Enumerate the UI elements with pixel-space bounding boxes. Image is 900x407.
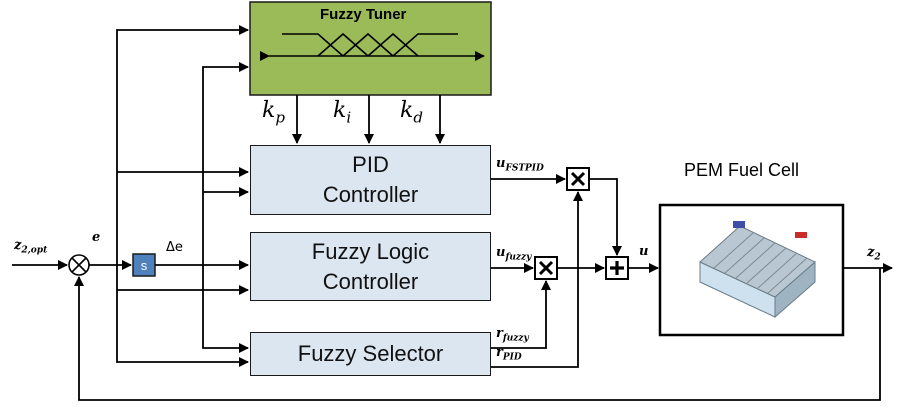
membership-functions-icon [260,32,485,61]
fuzzy-tuner-block [249,1,492,96]
fuel-cell-stack-image [699,221,816,319]
gain-ki-label: ki [333,98,352,127]
fuzzy-tuner-title: Fuzzy Tuner [320,6,407,23]
pid-controller-block: PID Controller [250,145,491,215]
r-fuzzy-label: rfuzzy [496,326,529,344]
r-pid-label: rPID [496,345,522,363]
gain-kd-label: kd [400,98,423,127]
pid-line2: Controller [322,182,419,207]
derivative-label: s [140,258,148,273]
summing-junction [68,254,90,276]
error-label: e [92,230,101,245]
pid-line1: PID [352,152,389,177]
fuel-cell-title: PEM Fuel Cell [684,160,800,180]
flc-line1: Fuzzy Logic [311,238,430,264]
gain-kp-label: kp [262,98,285,127]
setpoint-label: z2,opt [14,238,48,256]
sum-block [605,256,629,280]
multiplier-fuzzy [534,256,558,280]
flc-line2: Controller [322,268,419,294]
delta-error-label: Δe [166,240,183,255]
z2-label: z2 [867,245,881,263]
fuzzy-selector-block: Fuzzy Selector [250,332,491,376]
fuzzy-selector-label: Fuzzy Selector [297,341,444,366]
signal-wiring [12,25,893,401]
u-fstpid-label: uFSTPID [496,156,544,174]
multiplier-pid [566,167,590,191]
u-fuzzy-label: ufuzzy [496,245,532,263]
u-label: u [639,244,649,259]
